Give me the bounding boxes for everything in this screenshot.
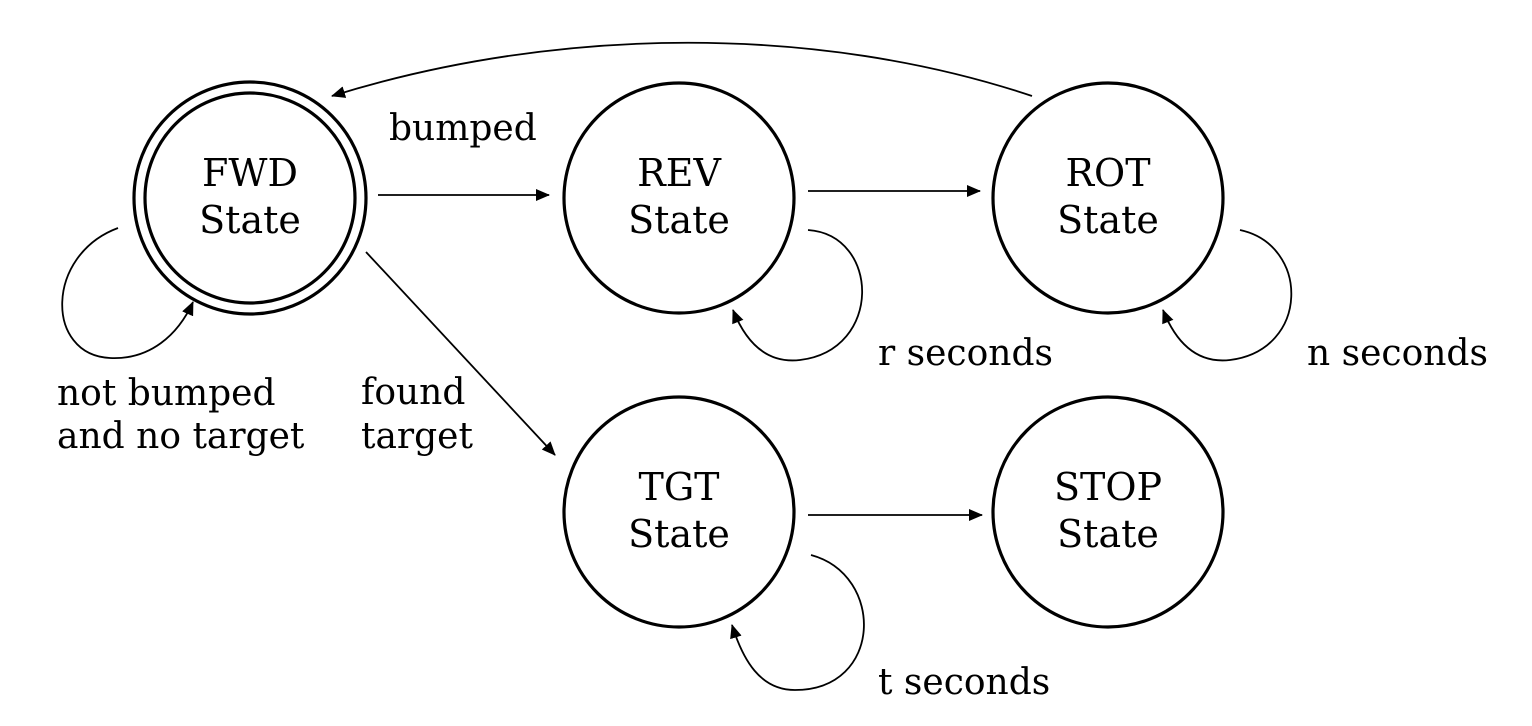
edge-tgt-self-label: t seconds [878, 662, 1050, 703]
state-stop-circle [991, 395, 1225, 629]
state-stop-kind: State [1057, 512, 1159, 556]
edge-fwd-self-label-line2: and no target [57, 416, 305, 457]
edge-rot-to-fwd [331, 41, 1033, 98]
state-fwd-name: FWD [202, 151, 298, 195]
state-fwd-kind: State [199, 198, 301, 242]
edge-fwd-to-rev-label: bumped [389, 108, 537, 149]
state-tgt-name: TGT [638, 465, 719, 509]
state-rot[interactable]: ROT State [991, 81, 1225, 315]
state-stop[interactable]: STOP State [991, 395, 1225, 629]
state-rev-name: REV [637, 151, 721, 195]
edge-rev-self-loop [732, 229, 863, 362]
state-fwd[interactable]: FWD State [132, 80, 368, 316]
state-tgt-circle [562, 395, 796, 629]
edge-fwd-to-tgt-label-line2: target [361, 416, 473, 457]
state-tgt-kind: State [628, 512, 730, 556]
state-rev-circle [562, 81, 796, 315]
state-stop-name: STOP [1054, 465, 1162, 509]
state-fwd-outer-circle [132, 80, 368, 316]
edge-fwd-to-tgt [365, 251, 556, 456]
state-tgt[interactable]: TGT State [562, 395, 796, 629]
state-rev-kind: State [628, 198, 730, 242]
edge-fwd-self-loop [61, 227, 194, 359]
state-rot-kind: State [1057, 198, 1159, 242]
edge-tgt-self-loop [730, 554, 865, 691]
edge-rot-self-label: n seconds [1307, 333, 1488, 374]
edge-fwd-to-tgt-label-line1: found [361, 372, 465, 413]
state-rot-name: ROT [1065, 151, 1150, 195]
edge-rot-self-loop [1162, 229, 1293, 362]
state-rev[interactable]: REV State [562, 81, 796, 315]
state-fwd-inner-circle [143, 91, 357, 305]
state-rot-circle [991, 81, 1225, 315]
edge-rev-self-label: r seconds [878, 333, 1053, 374]
edge-fwd-self-label-line1: not bumped [57, 373, 276, 414]
